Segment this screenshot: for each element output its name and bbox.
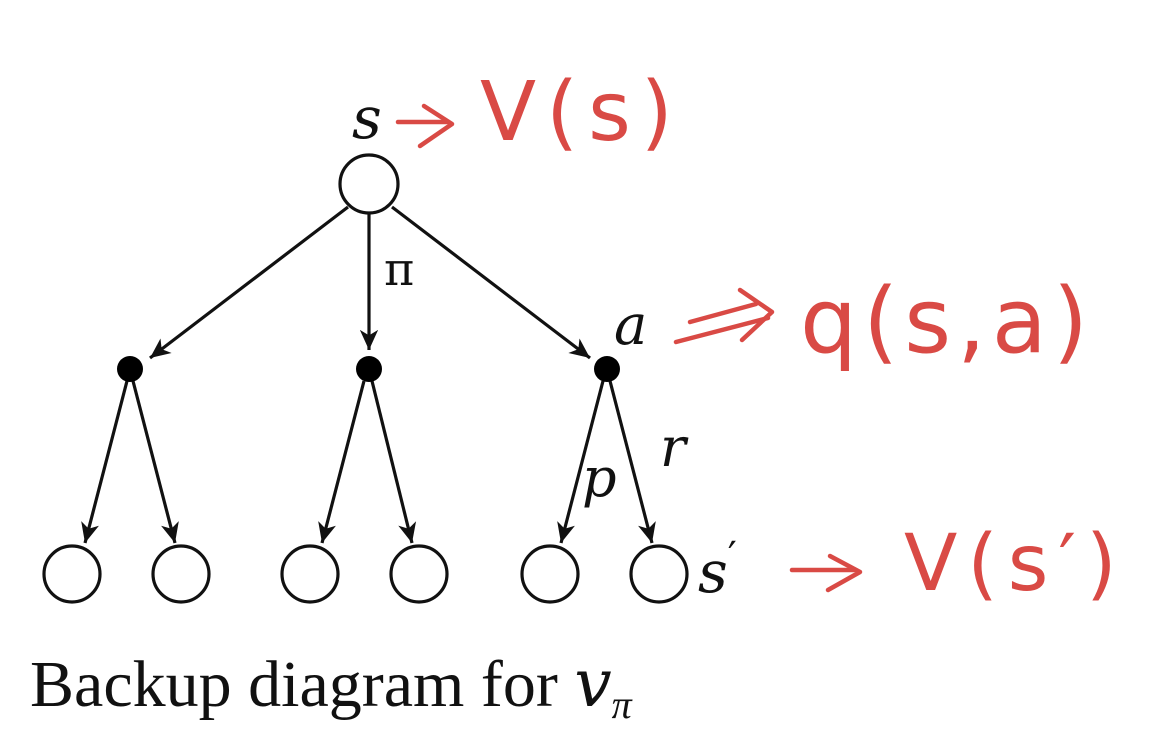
edge-action-3-left xyxy=(557,380,605,544)
label-reward-r: r xyxy=(660,416,689,479)
edge-action-2-left xyxy=(318,380,366,544)
annotation-value-state: V(s) xyxy=(480,65,683,160)
next-state-node-2 xyxy=(151,544,211,604)
edge-root-action-3 xyxy=(391,205,591,360)
next-state-node-5 xyxy=(520,544,580,604)
next-state-node-6 xyxy=(629,544,689,604)
caption-subscript-pi: π xyxy=(612,682,633,727)
annotation-arrow-state xyxy=(395,103,455,149)
caption-symbol-v: v xyxy=(574,645,611,722)
label-state-s: s xyxy=(352,84,382,152)
label-prob-p: p xyxy=(582,446,617,509)
action-node-3 xyxy=(594,356,620,382)
edge-action-3-right xyxy=(608,380,656,544)
next-state-node-1 xyxy=(42,544,102,604)
label-next-state-s: s′ xyxy=(698,534,737,606)
annotation-value-next-state: V(s′) xyxy=(904,519,1127,609)
next-state-node-3 xyxy=(280,544,340,604)
label-action-a: a xyxy=(614,293,647,358)
edge-action-2-right xyxy=(370,380,417,544)
annotation-arrow-next-state xyxy=(789,553,863,593)
state-node-root xyxy=(338,153,400,215)
action-node-1 xyxy=(117,356,143,382)
label-policy-pi: π xyxy=(384,242,414,296)
annotation-value-action: q(s,a) xyxy=(800,269,1094,374)
diagram-caption: Backup diagram for vπ xyxy=(30,645,633,727)
action-node-2 xyxy=(356,356,382,382)
annotation-arrow-action xyxy=(673,287,775,345)
edge-root-action-1 xyxy=(149,205,349,360)
edge-action-1-left xyxy=(81,380,129,544)
edge-action-1-right xyxy=(131,380,179,544)
next-state-node-4 xyxy=(389,544,449,604)
